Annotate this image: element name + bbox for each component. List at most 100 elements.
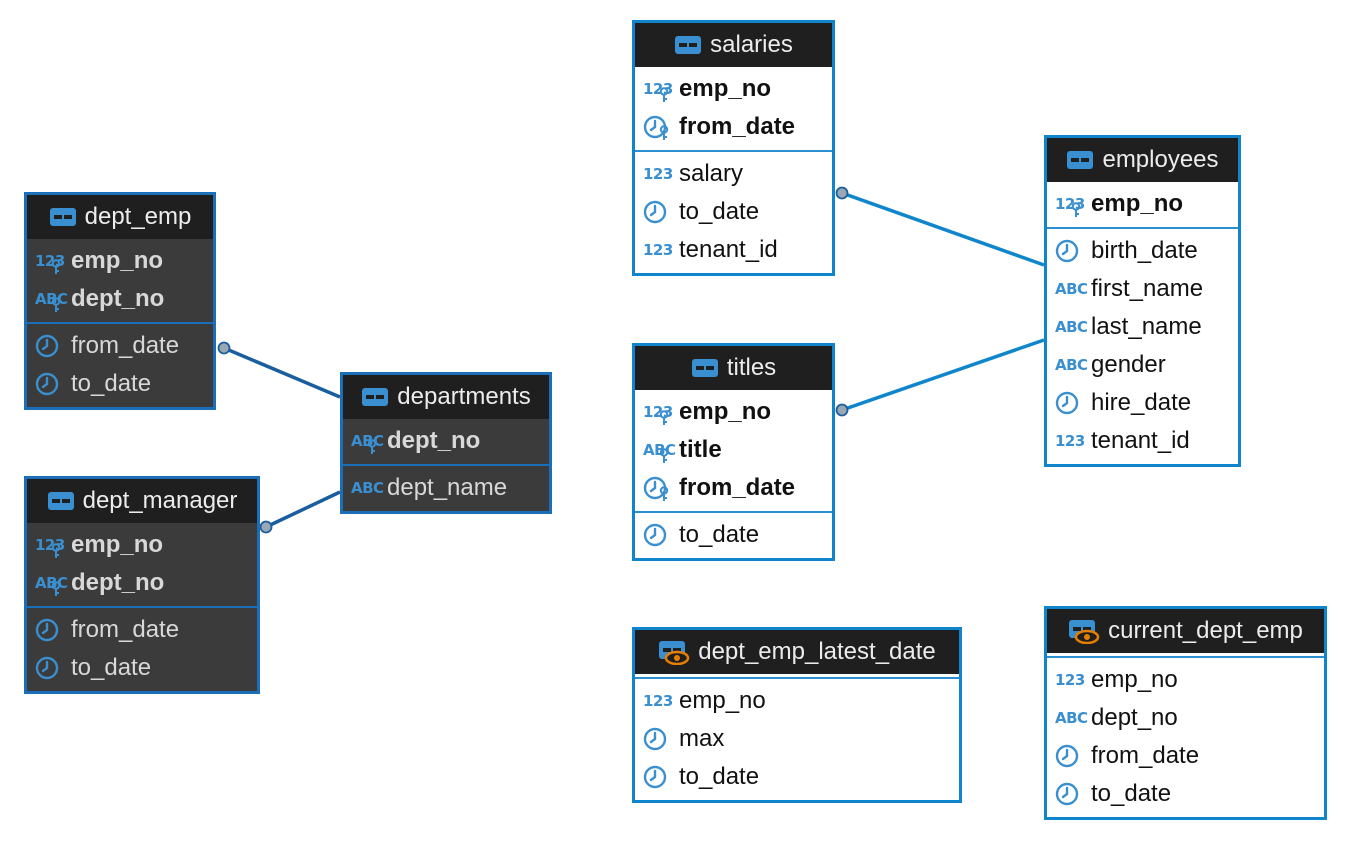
entity-header[interactable]: dept_emp_latest_date xyxy=(635,630,959,674)
column-name: dept_no xyxy=(71,569,165,596)
column-row[interactable]: from_date xyxy=(27,611,257,649)
date-type-icon xyxy=(643,725,675,753)
key-column-row[interactable]: from_date xyxy=(635,108,832,146)
entity-header[interactable]: current_dept_emp xyxy=(1047,609,1324,653)
string-key-icon: ABC xyxy=(643,436,676,464)
column-row[interactable]: hire_date xyxy=(1047,384,1238,422)
relationship-line[interactable] xyxy=(223,346,341,399)
column-name: from_date xyxy=(71,616,180,643)
column-row[interactable]: to_date xyxy=(27,649,257,687)
entity-name: dept_emp xyxy=(84,203,192,230)
column-row[interactable]: birth_date xyxy=(1047,232,1238,270)
entity-name: employees xyxy=(1102,146,1219,173)
entity-header[interactable]: titles xyxy=(635,346,832,390)
column-row[interactable]: to_date xyxy=(635,758,959,796)
view-icon xyxy=(1068,618,1100,644)
date-type-icon xyxy=(35,370,67,398)
column-name: last_name xyxy=(1091,313,1202,340)
column-row[interactable]: to_date xyxy=(1047,775,1324,813)
column-name: from_date xyxy=(1091,742,1200,769)
attribute-columns: from_date to_date xyxy=(27,322,213,407)
numeric-type-icon: 123 xyxy=(1055,671,1085,689)
column-name: emp_no xyxy=(1091,666,1178,693)
date-key-icon xyxy=(643,113,675,141)
entity-header[interactable]: employees xyxy=(1047,138,1238,182)
column-name: emp_no xyxy=(679,398,772,425)
entity-header[interactable]: dept_emp xyxy=(27,195,213,239)
attribute-columns: from_date to_date xyxy=(27,606,257,691)
column-name: to_date xyxy=(679,521,760,548)
date-type-icon xyxy=(1055,780,1087,808)
string-key-icon: ABC xyxy=(351,427,384,455)
relationship-line[interactable] xyxy=(265,490,341,529)
column-row[interactable]: from_date xyxy=(1047,737,1324,775)
column-row[interactable]: from_date xyxy=(27,327,213,365)
entity-header[interactable]: salaries xyxy=(635,23,832,67)
table-icon xyxy=(691,357,719,379)
column-row[interactable]: to_date xyxy=(635,193,832,231)
date-type-icon xyxy=(1055,237,1087,265)
table-icon xyxy=(1066,149,1094,171)
column-row[interactable]: 123 emp_no xyxy=(635,682,959,720)
column-name: dept_name xyxy=(387,474,508,501)
entity-name: salaries xyxy=(710,31,793,58)
relationship-line[interactable] xyxy=(841,338,1045,412)
entity-header[interactable]: dept_manager xyxy=(27,479,257,523)
date-key-icon xyxy=(643,474,675,502)
attribute-columns: to_date xyxy=(635,511,832,558)
table-icon xyxy=(47,490,75,512)
date-type-icon xyxy=(1055,389,1087,417)
column-row[interactable]: to_date xyxy=(27,365,213,403)
date-type-icon xyxy=(643,763,675,791)
column-name: emp_no xyxy=(679,687,766,714)
column-name: from_date xyxy=(679,474,796,501)
relationship-line[interactable] xyxy=(841,191,1045,267)
entity-name: current_dept_emp xyxy=(1108,617,1303,644)
key-column-row[interactable]: from_date xyxy=(635,469,832,507)
column-row[interactable]: max xyxy=(635,720,959,758)
numeric-type-icon: 123 xyxy=(643,692,673,710)
relationship-endpoint xyxy=(835,403,849,417)
entity-header[interactable]: departments xyxy=(343,375,549,419)
column-name: to_date xyxy=(71,370,152,397)
column-row[interactable]: 123 emp_no xyxy=(1047,661,1324,699)
string-type-icon: ABC xyxy=(351,479,384,497)
relationship-endpoint xyxy=(217,341,231,355)
column-name: gender xyxy=(1091,351,1166,378)
date-type-icon xyxy=(35,332,67,360)
numeric-key-icon: 123 xyxy=(35,531,67,559)
relationship-endpoint xyxy=(259,520,273,534)
column-row[interactable]: to_date xyxy=(635,516,832,554)
